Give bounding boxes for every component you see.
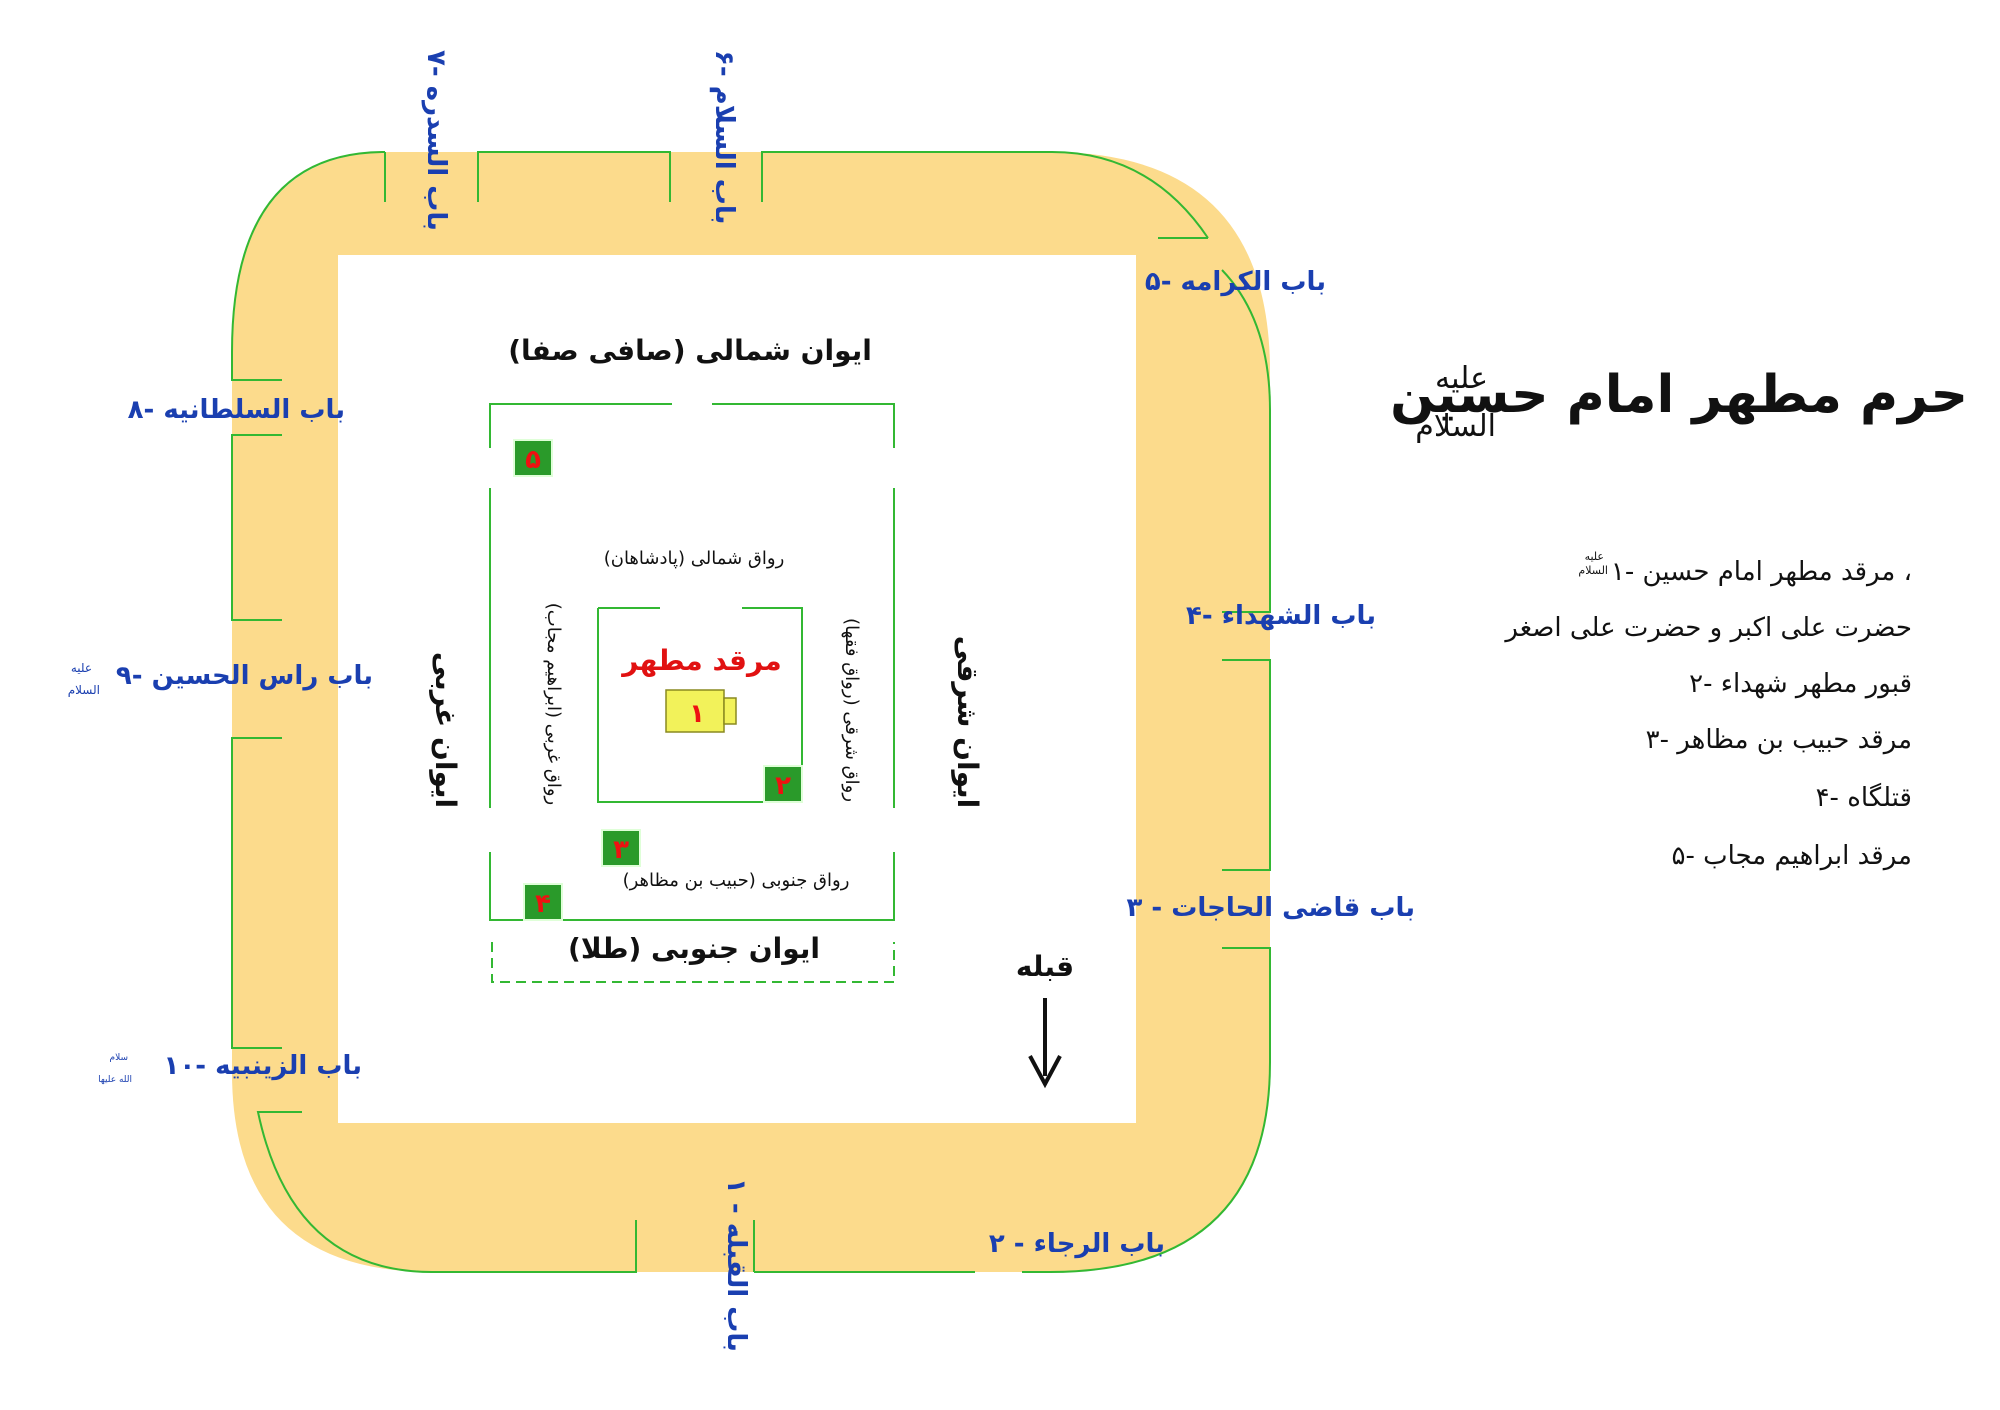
gate-10-honorific-bottom: الله علیها xyxy=(98,1075,132,1085)
iwan-south: ایوان جنوبی (طلا) xyxy=(568,932,820,965)
legend-honorific-top: علیه xyxy=(1585,550,1604,563)
legend-item-2: ۲- قبور مطهر شهداء xyxy=(1689,669,1912,699)
gate-3-label: ۳ - باب قاضی الحاجات xyxy=(1126,893,1415,923)
gate-9-label: ۹- باب راس الحسین xyxy=(116,661,373,691)
shrine-label: مرقد مطهر xyxy=(620,644,782,677)
svg-text:۲: ۲ xyxy=(775,771,791,801)
svg-text:۵: ۵ xyxy=(525,445,541,475)
marker-4: ۴ xyxy=(523,883,563,921)
riwaq-south: رواق جنوبی (حبیب بن مظاهر) xyxy=(623,870,850,891)
gate-1-label: ۱ - باب القبله xyxy=(721,1178,751,1352)
marker-5: ۵ xyxy=(513,439,553,477)
iwan-east: ایوان شرقی xyxy=(951,636,984,809)
gate-9-honorific-top: علیه xyxy=(71,661,92,675)
marker-1-number: ۱ xyxy=(689,699,705,729)
gate-10-label: ۱۰- باب الزینبیه xyxy=(163,1051,362,1081)
inner-courtyard xyxy=(338,255,1136,1123)
riwaq-east: رواق شرقی (رواق فقها) xyxy=(841,618,862,802)
legend-item-1-cont: حضرت علی اکبر و حضرت علی اصغر xyxy=(1503,613,1912,643)
sanctuary-walls xyxy=(489,403,895,983)
legend-item-1: ۱- مرقد مطهر امام حسین ، xyxy=(1611,557,1912,587)
qibla-arrow-icon xyxy=(1028,998,1062,1089)
svg-text:۳: ۳ xyxy=(613,835,629,865)
gate-10-honorific-top: سلام xyxy=(110,1053,128,1063)
marker-3: ۳ xyxy=(601,829,641,867)
riwaq-north: رواق شمالی (پادشاهان) xyxy=(604,548,785,569)
shrine-marker-1: ۱ xyxy=(665,689,737,733)
marker-2: ۲ xyxy=(763,765,803,803)
legend-honorific-bottom: السلام xyxy=(1578,564,1608,577)
iwan-north: ایوان شمالی (صافی صفا) xyxy=(508,334,872,367)
riwaq-west: رواق غربی (ابراهیم مجاب) xyxy=(543,603,564,805)
gate-4-label: ۴- باب الشهداء xyxy=(1186,601,1376,631)
outer-wall xyxy=(231,151,1271,1273)
qibla-label: قبله xyxy=(1016,950,1074,983)
title-honorific-top: علیه xyxy=(1435,361,1488,396)
gate-5-label: ۵- باب الکرامه xyxy=(1145,267,1326,297)
page-title: حرم مطهر امام حسین xyxy=(1390,365,1968,425)
gate-8-label: ۸- باب السلطانیه xyxy=(128,395,345,425)
gate-7-label: ۷- باب السدره xyxy=(421,50,451,231)
legend-item-5: ۵- مرقد ابراهیم مجاب xyxy=(1671,841,1912,871)
legend-item-3: ۳- مرقد حبیب بن مظاهر xyxy=(1646,725,1912,755)
legend-item-4: ۴- قتلگاه xyxy=(1816,782,1912,813)
title-honorific-bottom: السلام xyxy=(1415,409,1496,444)
svg-text:۴: ۴ xyxy=(535,889,551,919)
iwan-west: ایوان غربی xyxy=(429,652,462,808)
gate-9-honorific-bottom: السلام xyxy=(68,683,100,697)
gate-2-label: ۲ - باب الرجاء xyxy=(989,1229,1165,1259)
gate-6-label: ۶- باب السلام xyxy=(709,50,739,224)
